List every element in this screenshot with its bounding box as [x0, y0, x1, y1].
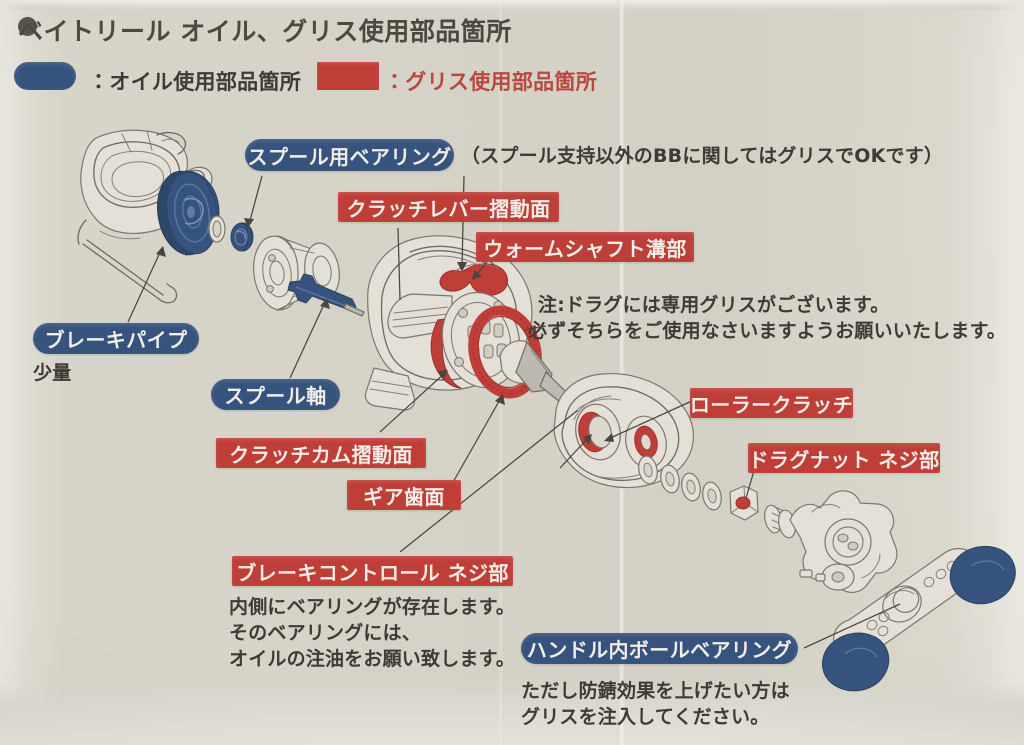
header-bullet-icon — [18, 17, 37, 36]
note-drag-grease-line2: 必ずそちらをご使用なさいますようお願いいたします。 — [528, 320, 1007, 342]
note-drag-grease-line1: 注:ドラグには専用グリスがございます。 — [538, 294, 890, 316]
note-handle-bearing-line2: グリスを注入してください。 — [521, 706, 770, 728]
note-brake-control-line1: 内側にベアリングが存在します。 — [229, 596, 516, 618]
paper-top-edge — [0, 0, 1024, 10]
label-brake-pipe[interactable]: ブレーキパイプ — [33, 323, 199, 354]
legend-grease-swatch — [317, 62, 379, 90]
legend-oil-swatch — [14, 62, 76, 90]
note-handle-bearing-line1: ただし防錆効果を上げたい方は — [521, 680, 790, 702]
page-title: ベイトリール オイル、グリス使用部品箇所 — [18, 17, 512, 46]
spool-bearing-ring — [208, 215, 226, 243]
paper-left-edge — [0, 0, 26, 745]
label-gear-teeth[interactable]: ギア歯面 — [347, 480, 461, 510]
label-clutch-lever[interactable]: クラッチレバー摺動面 — [338, 192, 559, 222]
handle-knobs — [822, 545, 1016, 692]
note-brake-pipe: 少量 — [33, 362, 72, 384]
paper-right-edge — [990, 0, 1024, 745]
drag-washers — [638, 455, 722, 511]
label-spool-shaft[interactable]: スプール軸 — [211, 379, 340, 410]
note-spool-bearing: （スプール支持以外のBBに関してはグリスでOKです） — [461, 145, 944, 167]
spool-bearing — [230, 222, 254, 252]
drag-nut — [729, 485, 759, 521]
label-worm-shaft[interactable]: ウォームシャフト溝部 — [476, 232, 694, 262]
note-brake-control-line2: そのベアリングには、 — [229, 622, 422, 644]
paper-bottom-edge — [0, 683, 1024, 745]
star-drag — [789, 490, 898, 593]
label-spool-bearing[interactable]: スプール用ベアリング — [245, 139, 454, 171]
label-clutch-cam[interactable]: クラッチカム摺動面 — [216, 438, 426, 468]
handle-hardware — [799, 563, 855, 591]
note-brake-control-line3: オイルの注油をお願い致します。 — [229, 648, 516, 670]
label-handle-bearing[interactable]: ハンドル内ボールベアリング — [521, 633, 798, 664]
label-brake-control[interactable]: ブレーキコントロール ネジ部 — [232, 556, 513, 586]
legend-grease-label: ：グリス使用部品箇所 — [384, 70, 597, 94]
label-drag-nut[interactable]: ドラグナット ネジ部 — [748, 443, 940, 473]
paper-fold-crease — [617, 0, 626, 745]
spool — [253, 235, 340, 311]
palming-side-cup — [157, 170, 220, 256]
label-roller-clutch[interactable]: ローラークラッチ — [690, 388, 853, 418]
legend-oil-label: ：オイル使用部品箇所 — [88, 70, 301, 94]
main-frame-body — [364, 235, 567, 411]
